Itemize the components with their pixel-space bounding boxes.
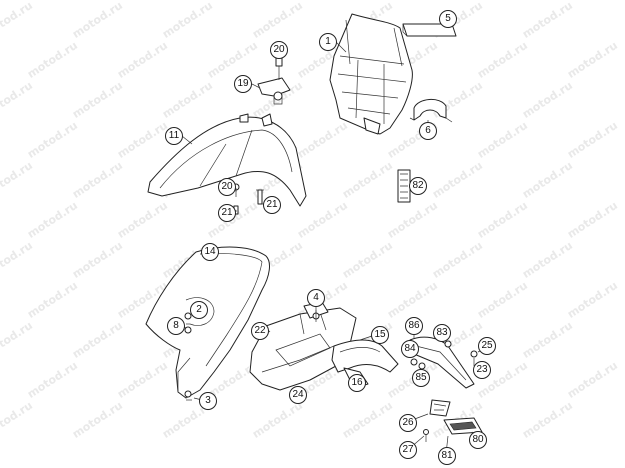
callout-86: 86 [405,317,423,335]
callout-22: 22 [251,322,269,340]
callout-4: 4 [307,289,325,307]
callout-6: 6 [419,122,437,140]
callout-14: 14 [201,243,219,261]
callout-21-left: 21 [218,204,236,222]
side-panel [145,246,270,399]
callout-19: 19 [234,75,252,93]
callout-1: 1 [319,33,337,51]
callout-81: 81 [438,447,456,465]
callout-82: 82 [409,177,427,195]
callout-83: 83 [433,324,451,342]
reflector-parts [470,350,478,366]
panel-fasteners [184,312,192,401]
callout-24: 24 [289,386,307,404]
tail-section [409,336,475,389]
callout-23: 23 [473,361,491,379]
callout-16: 16 [348,374,366,392]
decal-strip [402,23,457,37]
fender-bracket [257,57,291,105]
callout-8: 8 [167,317,185,335]
callout-21-right: 21 [263,196,281,214]
headlight-bracket [409,99,453,123]
callout-15: 15 [371,326,389,344]
callout-11: 11 [165,127,183,145]
callout-85: 85 [412,369,430,387]
callout-26: 26 [399,414,417,432]
fender-screws [232,183,264,215]
callout-25: 25 [478,337,496,355]
front-fender [147,113,307,207]
callout-80: 80 [469,431,487,449]
callout-27: 27 [399,441,417,459]
callout-5: 5 [439,10,457,28]
callout-2: 2 [190,301,208,319]
callout-20-bottom: 20 [218,178,236,196]
callout-84: 84 [401,340,419,358]
callout-3: 3 [199,392,217,410]
callout-20-top: 20 [270,41,288,59]
headlight-mask [329,13,413,135]
